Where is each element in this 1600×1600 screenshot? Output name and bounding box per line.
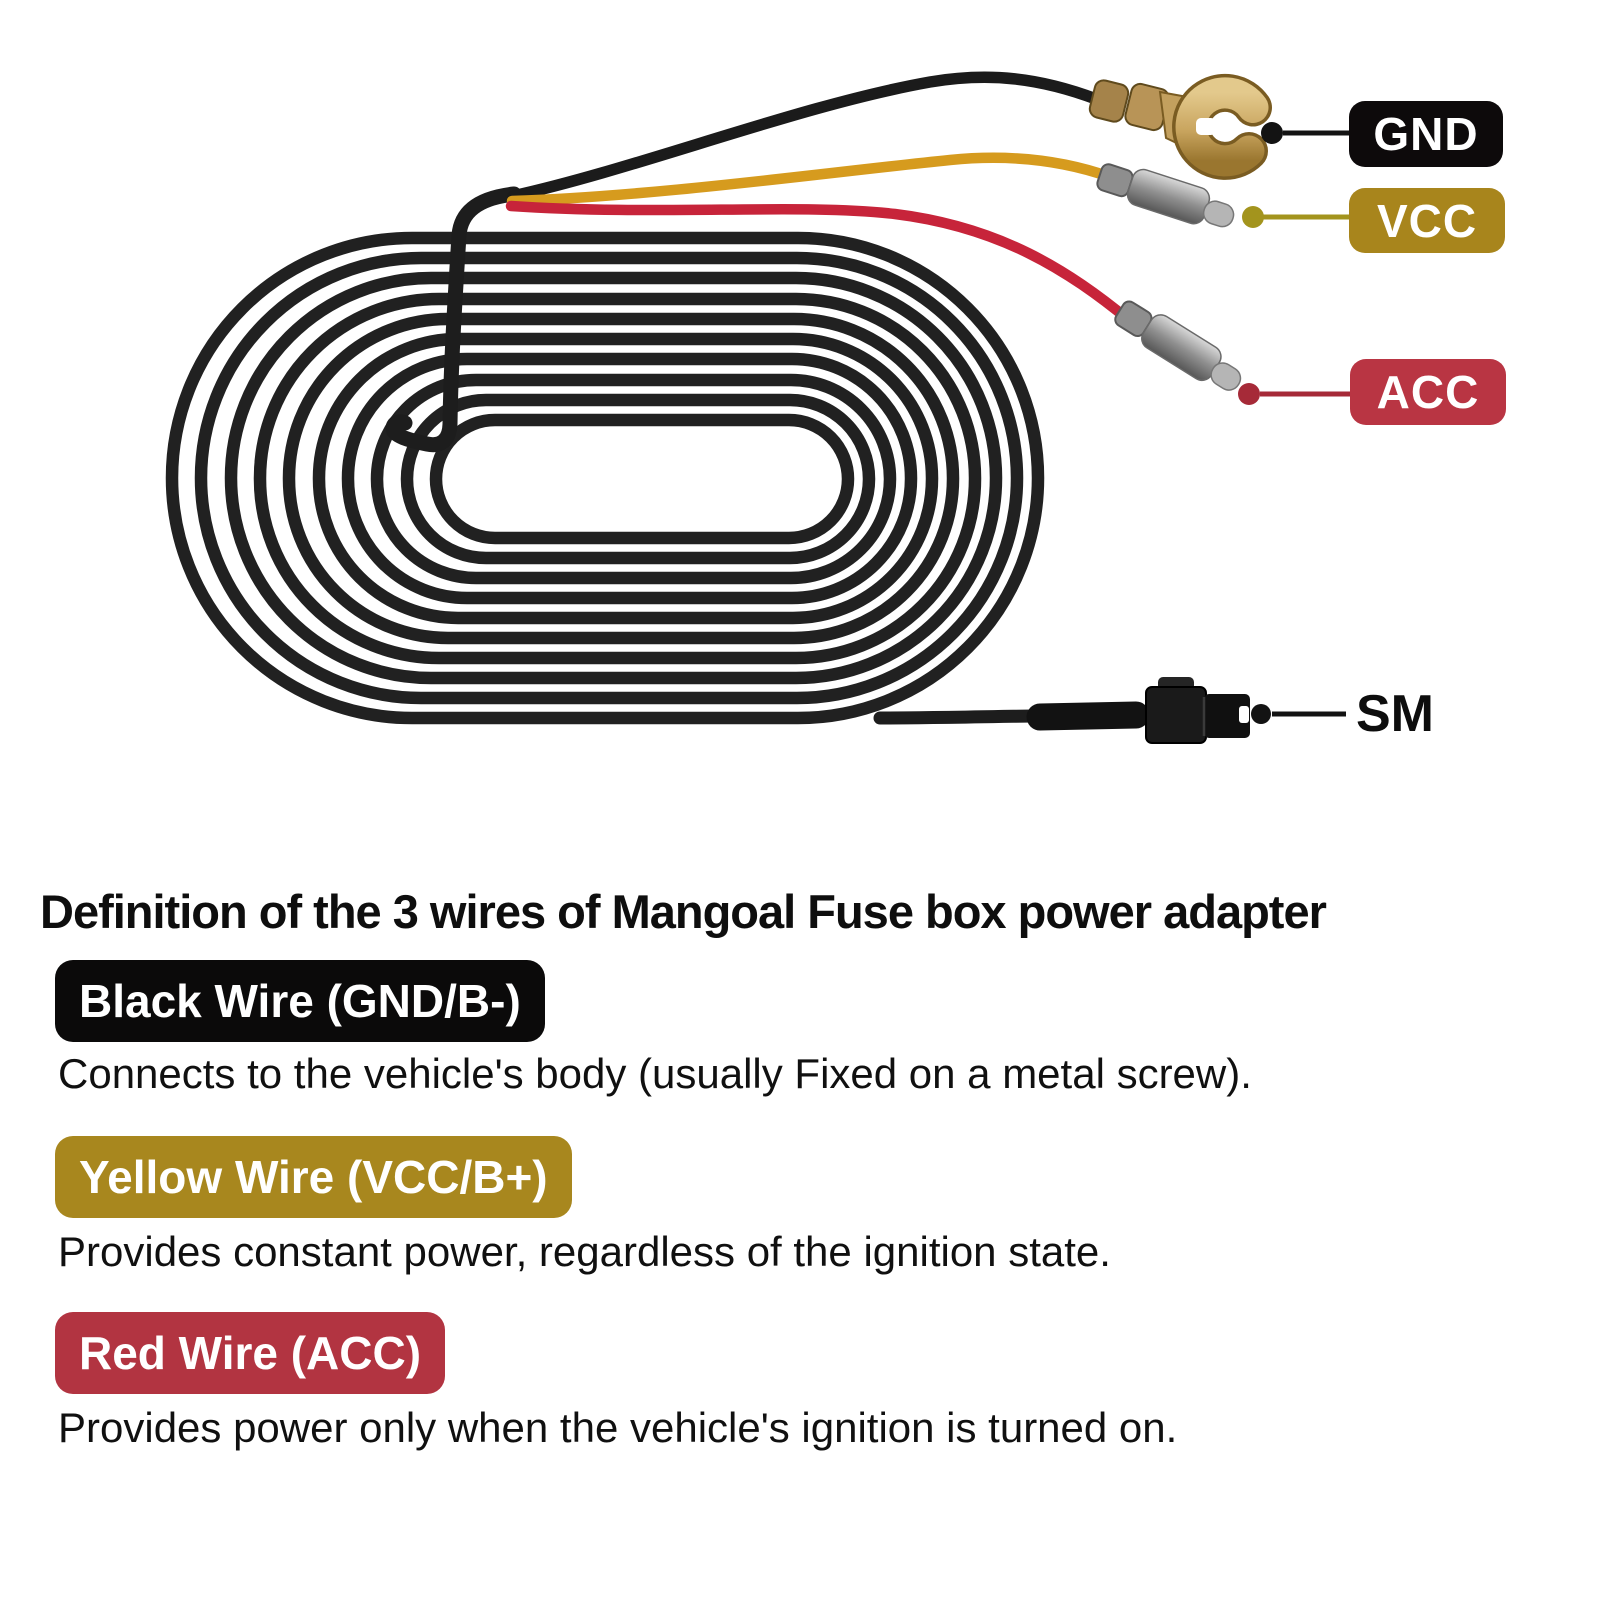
- gnd-black-wire: [507, 71, 1102, 202]
- coil-ring: [165, 231, 1045, 725]
- sm-leader-dot: [1251, 704, 1271, 724]
- acc-callout-label: ACC: [1350, 359, 1506, 425]
- vcc-yellow-wire: [506, 152, 1116, 207]
- terminal-keyhole-notch: [1196, 118, 1216, 135]
- coil-to-junction-cable: [385, 186, 522, 453]
- sm-connector: [1145, 677, 1250, 744]
- yellow-wire-badge: Yellow Wire (VCC/B+): [55, 1136, 572, 1218]
- coil-ring: [253, 292, 982, 665]
- red-wire-description: Provides power only when the vehicle's i…: [58, 1404, 1178, 1451]
- coil-ring: [370, 373, 897, 585]
- coil-ring: [194, 251, 1024, 705]
- acc-bullet-connector: [1114, 300, 1242, 391]
- gnd-leader-dot: [1261, 122, 1283, 144]
- acc-red-wire: [505, 200, 1136, 327]
- yellow-wire-description: Provides constant power, regardless of t…: [58, 1228, 1111, 1275]
- red-wire-badge: Red Wire (ACC): [55, 1312, 446, 1394]
- callout-leaders: [1238, 122, 1353, 724]
- black-wire-description: Connects to the vehicle's body (usually …: [58, 1050, 1252, 1097]
- page-title: Definition of the 3 wires of Mangoal Fus…: [40, 885, 1327, 938]
- acc-leader-dot: [1238, 383, 1260, 405]
- vcc-leader-dot: [1242, 206, 1264, 228]
- vcc-bullet-connector: [1096, 163, 1235, 228]
- coil-ring: [341, 352, 918, 605]
- sm-callout-label: SM: [1356, 685, 1434, 743]
- coil-ring: [312, 332, 939, 625]
- gnd-ring-terminal: [1088, 73, 1272, 180]
- coil-ring: [429, 413, 855, 545]
- black-wire-badge: Black Wire (GND/B-): [55, 960, 545, 1042]
- vcc-callout-label: VCC: [1349, 188, 1505, 253]
- coiled-cable: [165, 231, 1045, 725]
- coil-ring: [282, 312, 960, 645]
- sm-latch-slot: [1239, 706, 1249, 723]
- gnd-callout-label: GND: [1349, 101, 1503, 167]
- coil-ring: [224, 271, 1003, 685]
- coil-ring: [400, 393, 876, 565]
- heat-shrink-sleeve: [1026, 701, 1150, 731]
